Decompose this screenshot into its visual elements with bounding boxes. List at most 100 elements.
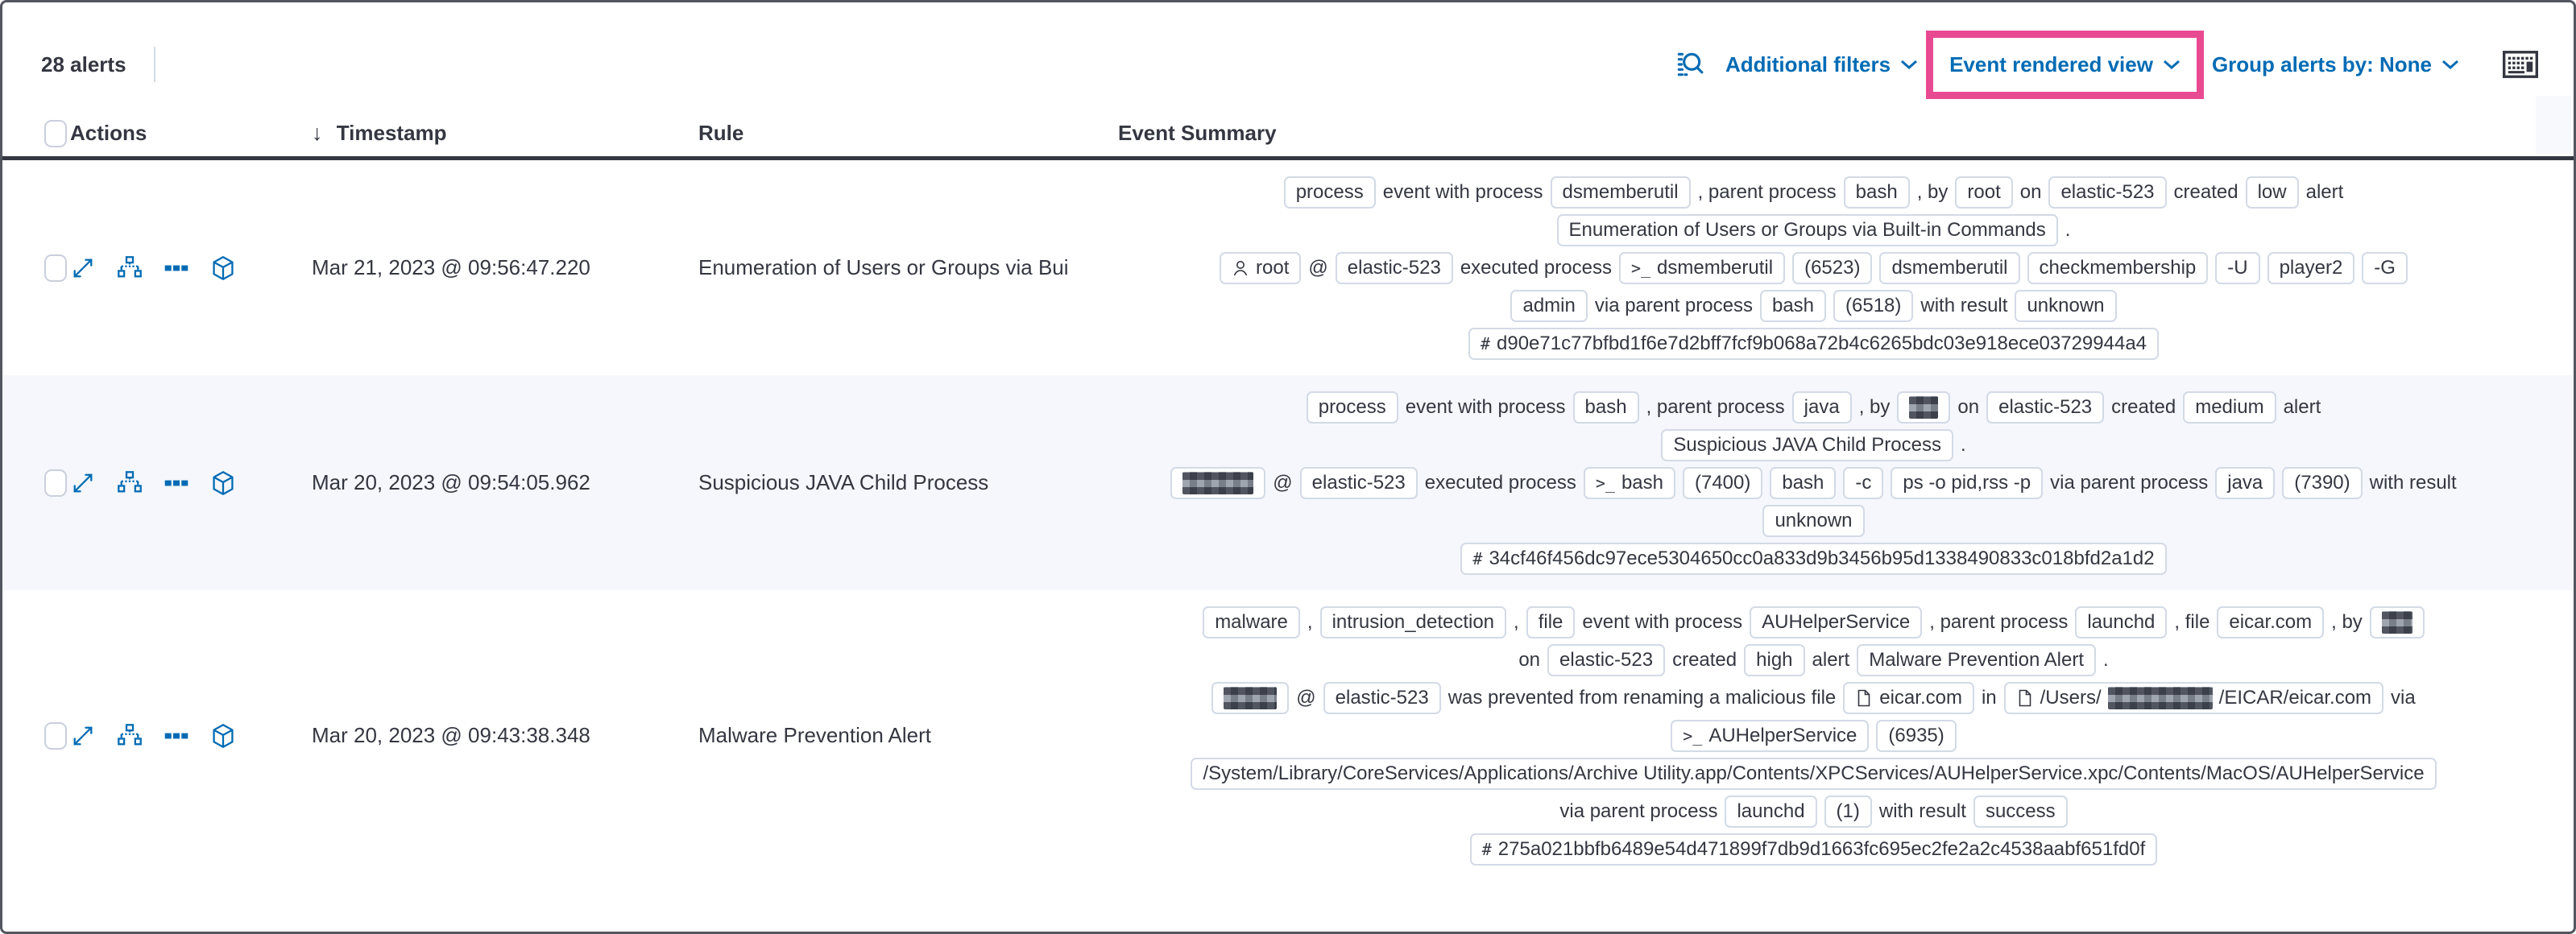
expand-alert-icon[interactable] [70, 723, 96, 749]
session-view-icon[interactable] [210, 255, 236, 281]
summary-badge[interactable]: Malware Prevention Alert [1857, 643, 2096, 676]
additional-filters-button[interactable]: Additional filters [1725, 52, 1918, 77]
row-checkbox[interactable] [44, 721, 67, 750]
summary-text: created [1672, 648, 1737, 671]
summary-badge[interactable]: dsmemberutil [1550, 176, 1691, 209]
summary-badge[interactable]: Suspicious JAVA Child Process [1661, 428, 1953, 461]
summary-line: Suspicious JAVA Child Process. [1661, 428, 1966, 461]
more-actions-icon[interactable] [164, 470, 189, 496]
scrollbar-track[interactable] [2536, 96, 2571, 154]
row-checkbox[interactable] [44, 254, 67, 282]
summary-text: alert [2305, 180, 2344, 203]
summary-badge[interactable]: ps -o pid,rss -p [1891, 466, 2044, 499]
summary-badge[interactable]: launchd [1725, 795, 1817, 828]
alert-rule[interactable]: Malware Prevention Alert [698, 723, 932, 747]
analyze-event-icon[interactable] [117, 470, 143, 496]
summary-badge[interactable]: #d90e71c77bfbd1f6e7d2bff7fcf9b068a72b4c6… [1468, 327, 2160, 360]
alert-rule[interactable]: Suspicious JAVA Child Process [698, 470, 989, 494]
alert-timestamp: Mar 20, 2023 @ 09:43:38.348 [312, 723, 590, 747]
more-actions-icon[interactable] [164, 255, 189, 281]
summary-badge[interactable] [1211, 681, 1290, 714]
summary-badge[interactable]: -U [2215, 251, 2260, 284]
summary-badge[interactable]: launchd [2075, 605, 2168, 639]
sort-descending-icon[interactable]: ↓ [312, 121, 323, 145]
inspect-search-icon[interactable] [1674, 49, 1704, 80]
summary-badge[interactable]: java [1791, 391, 1852, 424]
summary-badge[interactable]: process [1306, 391, 1398, 424]
summary-badge[interactable] [1897, 391, 1951, 424]
analyze-event-icon[interactable] [117, 255, 143, 281]
summary-badge[interactable]: elastic-523 [2048, 176, 2167, 209]
summary-badge[interactable]: Enumeration of Users or Groups via Built… [1556, 213, 2058, 246]
summary-badge[interactable]: low [2245, 176, 2299, 209]
summary-badge[interactable]: unknown [2015, 289, 2117, 322]
view-selector-button[interactable]: Event rendered view [1949, 52, 2180, 77]
summary-badge[interactable]: (6523) [1792, 251, 1873, 284]
row-checkbox[interactable] [44, 469, 67, 497]
expand-alert-icon[interactable] [70, 255, 96, 281]
summary-badge[interactable]: #34cf46f456dc97ece5304650cc0a833d9b3456b… [1460, 542, 2167, 575]
summary-badge[interactable]: admin [1510, 289, 1588, 322]
analyze-event-icon[interactable] [117, 723, 143, 749]
summary-badge[interactable]: dsmemberutil [1879, 251, 2020, 284]
summary-badge[interactable]: (6518) [1833, 289, 1914, 322]
summary-badge[interactable]: elastic-523 [1299, 466, 1418, 499]
summary-text: on [2019, 180, 2042, 203]
summary-badge[interactable]: eicar.com [1843, 681, 1974, 714]
summary-badge[interactable]: elastic-523 [1986, 391, 2105, 424]
summary-badge[interactable]: (6935) [1876, 719, 1957, 752]
summary-badge[interactable]: success [1973, 795, 2068, 828]
summary-badge[interactable]: elastic-523 [1323, 681, 1441, 714]
summary-badge[interactable]: file [1526, 605, 1576, 639]
session-view-icon[interactable] [210, 723, 236, 749]
summary-badge[interactable]: >_dsmemberutil [1618, 251, 1786, 284]
summary-text: in [1981, 686, 1997, 709]
summary-badge[interactable]: bash [1770, 466, 1837, 499]
summary-badge[interactable]: -G [2362, 251, 2408, 284]
summary-badge[interactable]: intrusion_detection [1319, 605, 1507, 639]
summary-badge[interactable]: root [1220, 251, 1302, 284]
summary-badge[interactable]: malware [1203, 605, 1300, 639]
expand-alert-icon[interactable] [70, 470, 96, 496]
summary-badge[interactable]: /Users//EICAR/eicar.com [2003, 681, 2384, 714]
summary-badge[interactable]: >_bash [1583, 466, 1675, 499]
select-all-checkbox[interactable] [44, 119, 67, 147]
summary-badge[interactable]: >_AUHelperService [1671, 719, 1870, 752]
alert-rule[interactable]: Enumeration of Users or Groups via Bui [698, 255, 1069, 279]
header-timestamp[interactable]: Timestamp [336, 121, 447, 145]
group-alerts-button[interactable]: Group alerts by: None [2212, 52, 2459, 77]
alert-timestamp: Mar 20, 2023 @ 09:54:05.962 [312, 470, 590, 494]
summary-badge[interactable]: bash [1572, 391, 1639, 424]
summary-badge[interactable]: player2 [2267, 251, 2355, 284]
summary-text: , by [1916, 180, 1949, 203]
summary-badge[interactable]: (7390) [2282, 466, 2363, 499]
summary-badge[interactable]: java [2215, 466, 2276, 499]
summary-badge[interactable]: bash [1843, 176, 1910, 209]
summary-badge[interactable]: elastic-523 [1335, 251, 1453, 284]
summary-text: alert [1812, 648, 1850, 671]
summary-badge[interactable]: bash [1759, 289, 1827, 322]
summary-badge[interactable]: high [1744, 643, 1805, 676]
summary-badge[interactable]: -c [1843, 466, 1884, 499]
summary-badge[interactable]: #275a021bbfb6489e54d471899f7db9d1663fc69… [1469, 833, 2158, 866]
summary-badge[interactable]: /System/Library/CoreServices/Application… [1191, 757, 2437, 790]
summary-badge[interactable]: (7400) [1682, 466, 1763, 499]
summary-badge[interactable]: eicar.com [2217, 605, 2325, 639]
summary-badge[interactable]: AUHelperService [1750, 605, 1923, 639]
redacted-value [2381, 610, 2412, 634]
summary-badge[interactable]: elastic-523 [1547, 643, 1666, 676]
summary-badge[interactable] [2369, 605, 2425, 639]
summary-badge[interactable]: root [1955, 176, 2013, 209]
summary-badge[interactable]: (1) [1824, 795, 1872, 828]
header-rule[interactable]: Rule [698, 121, 744, 145]
summary-badge[interactable]: medium [2183, 391, 2276, 424]
summary-badge[interactable]: checkmembership [2027, 251, 2209, 284]
summary-text: on [1957, 395, 1980, 418]
summary-badge[interactable]: process [1283, 176, 1376, 209]
session-view-icon[interactable] [210, 470, 236, 496]
summary-badge[interactable]: unknown [1762, 504, 1865, 537]
more-actions-icon[interactable] [164, 723, 189, 749]
keyboard-shortcuts-icon[interactable] [2503, 51, 2538, 78]
summary-badge[interactable] [1170, 466, 1266, 499]
